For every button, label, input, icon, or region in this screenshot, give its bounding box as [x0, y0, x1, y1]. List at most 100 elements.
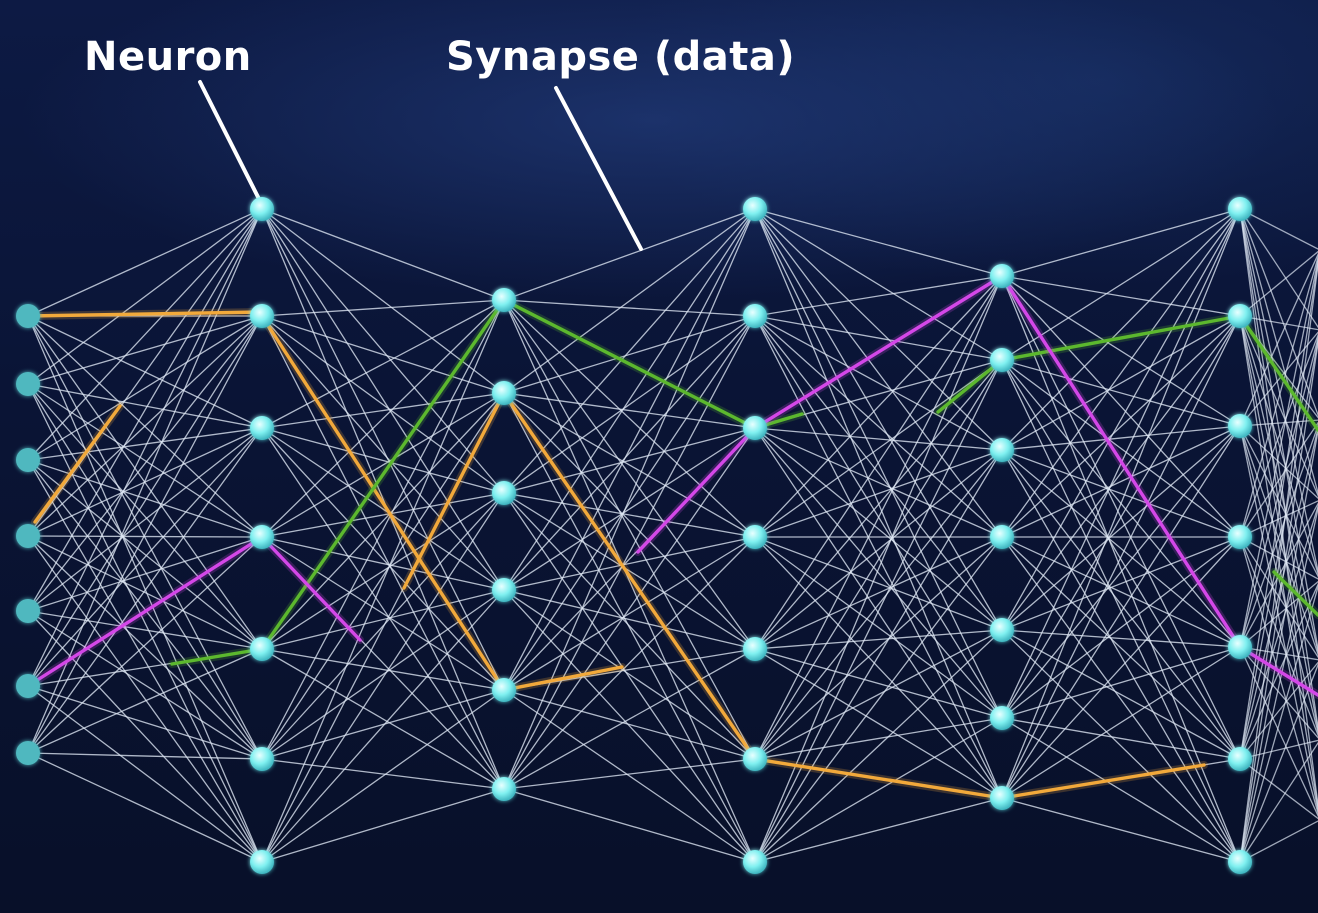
synapse-line	[503, 392, 756, 538]
signal-path-orange	[33, 404, 122, 524]
synapse-line	[503, 492, 756, 650]
synapse-line	[503, 689, 756, 863]
synapse-line	[261, 392, 505, 650]
synapse-line	[27, 535, 263, 863]
synapse-line	[27, 685, 263, 760]
synapse-line	[754, 629, 1003, 760]
synapse-line	[503, 689, 756, 760]
synapse-line	[503, 299, 756, 317]
neuron	[1228, 525, 1252, 549]
synapse-line	[1239, 661, 1318, 760]
signal-path-orange	[260, 314, 506, 692]
signal-path-orange	[502, 391, 757, 761]
synapse-line	[503, 315, 756, 494]
synapse-line	[754, 536, 1003, 799]
synapse-line	[503, 536, 756, 790]
synapse-line	[1239, 582, 1318, 760]
synapse-line	[261, 392, 505, 429]
signal-path-green	[1000, 314, 1242, 362]
synapse-line	[1239, 315, 1318, 331]
synapse-line	[754, 648, 1003, 799]
neurons	[16, 197, 1252, 874]
synapse-line	[503, 536, 756, 691]
neuron	[743, 747, 767, 771]
synapse-line	[261, 427, 505, 691]
synapse-line	[1239, 425, 1318, 814]
synapse-line	[1001, 359, 1241, 760]
synapse-line	[754, 449, 1003, 760]
synapse-line	[1239, 504, 1318, 760]
synapse-line	[261, 427, 505, 790]
synapse-lines	[27, 208, 1318, 863]
neuron	[492, 678, 516, 702]
synapse-line	[1001, 629, 1241, 648]
neuron	[743, 197, 767, 221]
synapse-line	[754, 536, 1003, 863]
synapse-line	[1239, 315, 1318, 733]
neuron	[492, 777, 516, 801]
synapse-line	[1239, 741, 1318, 863]
synapse-line	[503, 589, 756, 650]
signal-path-magenta	[260, 535, 362, 642]
synapse-line	[1001, 208, 1241, 799]
synapse-line	[27, 383, 263, 538]
synapse-line	[261, 299, 505, 760]
neuron	[250, 304, 274, 328]
synapse-line	[754, 208, 1003, 631]
synapse-line	[1001, 425, 1241, 799]
synapse-line	[1239, 315, 1318, 498]
synapse-line	[27, 535, 263, 538]
synapse-line	[27, 427, 263, 754]
synapse-line	[503, 492, 756, 760]
neuron	[1228, 747, 1252, 771]
synapse-line	[1239, 208, 1318, 329]
synapse-line	[1239, 646, 1318, 739]
signal-path-magenta	[1238, 645, 1318, 697]
synapse-line	[754, 449, 1003, 650]
synapse-line	[754, 648, 1003, 719]
synapse-line	[1239, 258, 1318, 760]
synapse-line	[1001, 536, 1241, 631]
synapse-line	[1239, 337, 1318, 760]
neuron	[250, 525, 274, 549]
synapse-line	[27, 383, 263, 760]
synapse-line	[261, 589, 505, 863]
synapse-line	[27, 610, 263, 760]
synapse-line	[1001, 425, 1241, 719]
synapse-line	[1239, 584, 1318, 863]
synapse-line	[261, 589, 505, 760]
synapse-line	[1239, 506, 1318, 863]
synapse-line	[754, 629, 1003, 650]
synapse-line	[503, 392, 756, 429]
synapse-line	[1001, 275, 1241, 317]
synapse-line	[754, 717, 1003, 760]
synapse-line	[503, 427, 756, 494]
synapse-line	[27, 427, 263, 461]
synapse-line	[1001, 208, 1241, 631]
input-neuron	[16, 372, 40, 396]
synapse-line	[1001, 449, 1241, 538]
neuron	[990, 706, 1014, 730]
neuron	[1228, 414, 1252, 438]
signal-path-orange	[26, 310, 264, 318]
synapse-line	[27, 752, 263, 760]
synapse-line	[27, 427, 263, 612]
synapse-line	[1239, 338, 1318, 863]
signal-path-green	[170, 647, 264, 666]
synapse-line	[27, 315, 263, 461]
input-neuron	[16, 741, 40, 765]
synapse-line	[503, 299, 756, 760]
neuron-callout-line	[198, 80, 263, 205]
synapse-line	[1239, 208, 1318, 496]
synapse-line	[1001, 449, 1241, 648]
synapse-line	[261, 208, 505, 494]
synapse-line	[27, 459, 263, 863]
synapse-line	[503, 492, 756, 538]
neuron	[250, 850, 274, 874]
synapse-line	[261, 648, 505, 790]
signal-path-green	[1238, 314, 1318, 432]
neuron	[492, 481, 516, 505]
synapse-line	[503, 427, 756, 790]
synapse-line	[1001, 315, 1241, 631]
synapse-line	[1001, 536, 1241, 648]
